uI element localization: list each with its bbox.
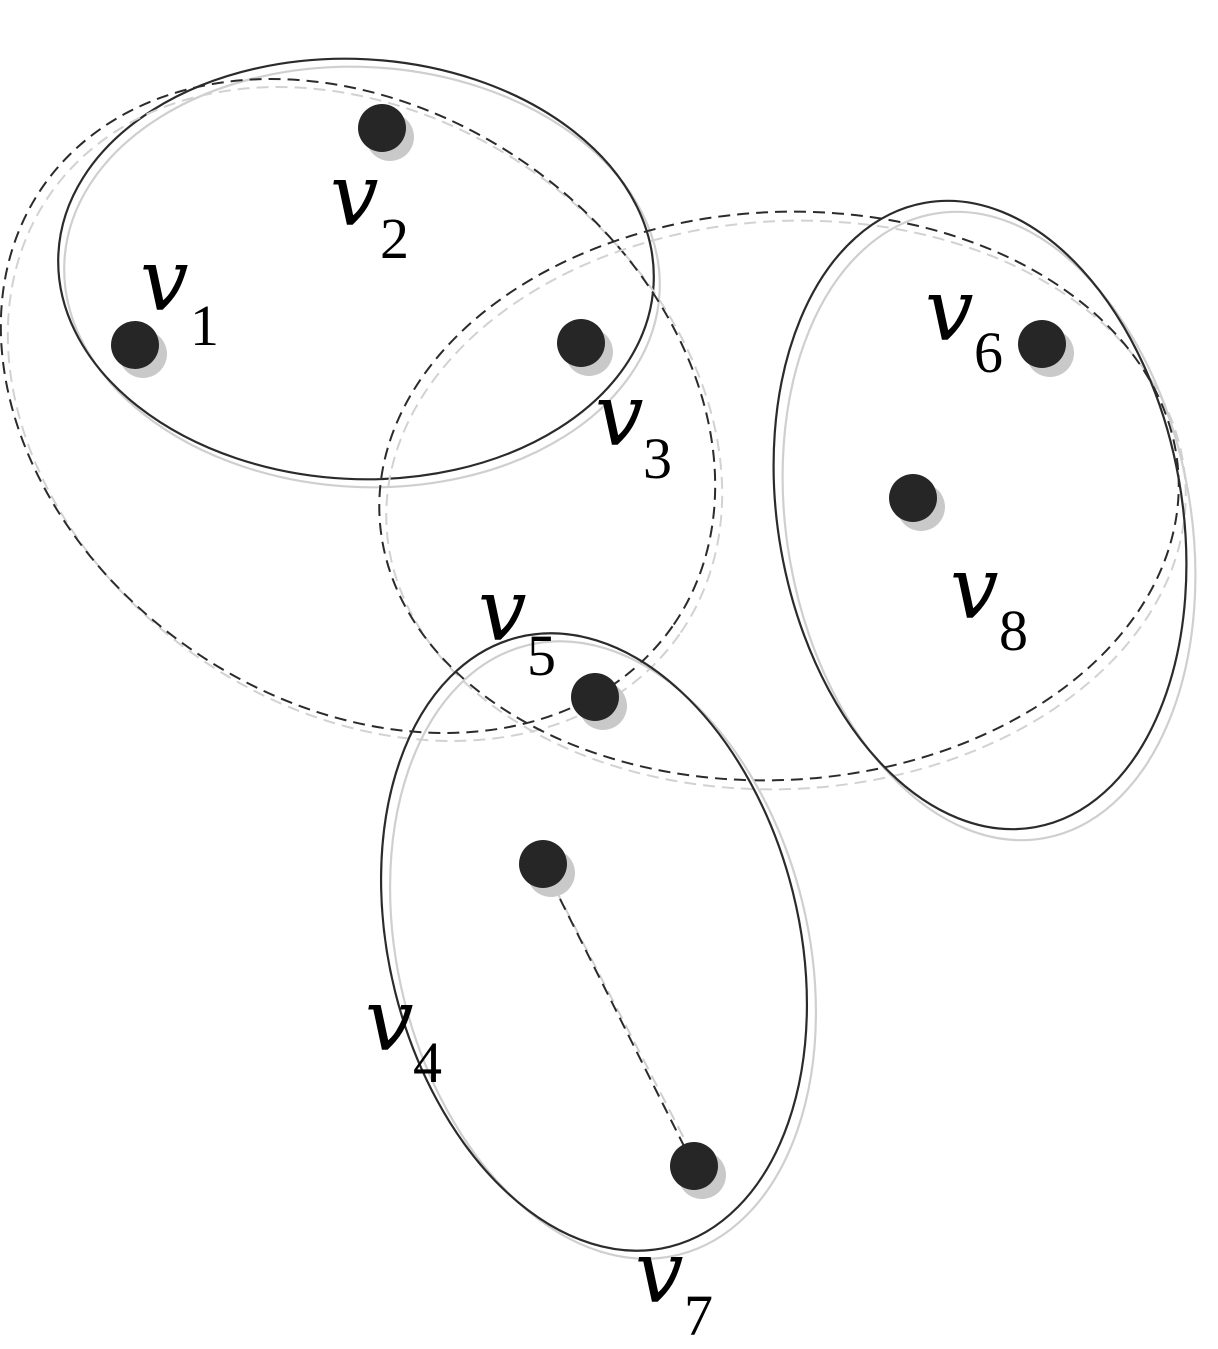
vertex-v2: [358, 104, 414, 161]
svg-text:v: v: [925, 261, 974, 361]
svg-text:v: v: [635, 1223, 684, 1323]
vertex-v8: [889, 474, 945, 531]
label-v1: v 1: [140, 231, 219, 358]
svg-text:1: 1: [190, 293, 219, 358]
hyperedge-v1-v2-v3-v5: [0, 78, 724, 742]
label-v7: v 7: [635, 1223, 713, 1348]
hyperedge-v6-v8: [772, 199, 1197, 842]
label-v4: v 4: [365, 971, 442, 1095]
label-v6: v 6: [925, 261, 1003, 385]
label-v2: v 2: [330, 146, 409, 271]
vertex-v3: [557, 319, 613, 376]
svg-text:8: 8: [999, 598, 1028, 663]
label-v8: v 8: [950, 539, 1028, 663]
svg-text:2: 2: [380, 206, 409, 271]
vertex-v5: [571, 673, 627, 730]
svg-text:7: 7: [684, 1283, 713, 1348]
svg-text:v: v: [140, 231, 189, 331]
label-v3: v 3: [595, 366, 672, 491]
vertex-v1: [111, 321, 167, 378]
hyperedge-v4-v5-v7: [379, 632, 818, 1260]
vertex-v4: [519, 840, 575, 897]
vertex-v6: [1018, 320, 1074, 377]
svg-text:v: v: [950, 539, 999, 639]
svg-text:v: v: [365, 971, 414, 1071]
svg-text:4: 4: [413, 1030, 442, 1095]
svg-text:v: v: [595, 366, 644, 466]
edge-v4-v7: [542, 864, 704, 1176]
svg-text:3: 3: [643, 426, 672, 491]
label-v5: v 5: [478, 561, 556, 688]
svg-text:6: 6: [974, 320, 1003, 385]
vertex-v7: [670, 1142, 726, 1199]
svg-text:v: v: [478, 561, 527, 661]
svg-text:5: 5: [527, 623, 556, 688]
hyperedge-v1-v2-v3: [57, 57, 661, 489]
svg-text:v: v: [330, 146, 379, 246]
